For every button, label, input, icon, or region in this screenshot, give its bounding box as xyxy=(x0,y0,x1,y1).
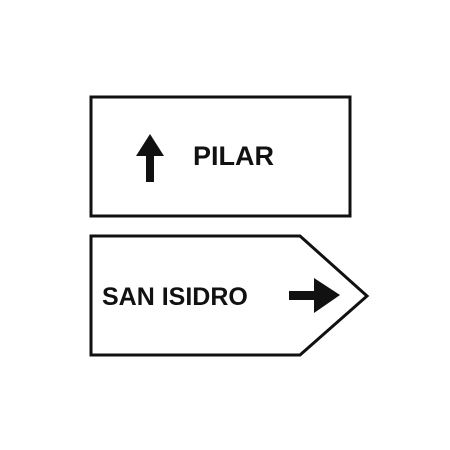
sign-pilar-label: PILAR xyxy=(193,141,274,171)
sign-pilar-border xyxy=(89,95,352,218)
sign-san-isidro-label: SAN ISIDRO xyxy=(102,283,248,311)
sign-san-isidro: SAN ISIDRO xyxy=(89,234,370,357)
right-arrow-icon xyxy=(289,278,340,313)
up-arrow-icon xyxy=(136,134,164,182)
sign-san-isidro-border xyxy=(89,234,370,357)
sign-pilar: PILAR xyxy=(89,95,352,218)
